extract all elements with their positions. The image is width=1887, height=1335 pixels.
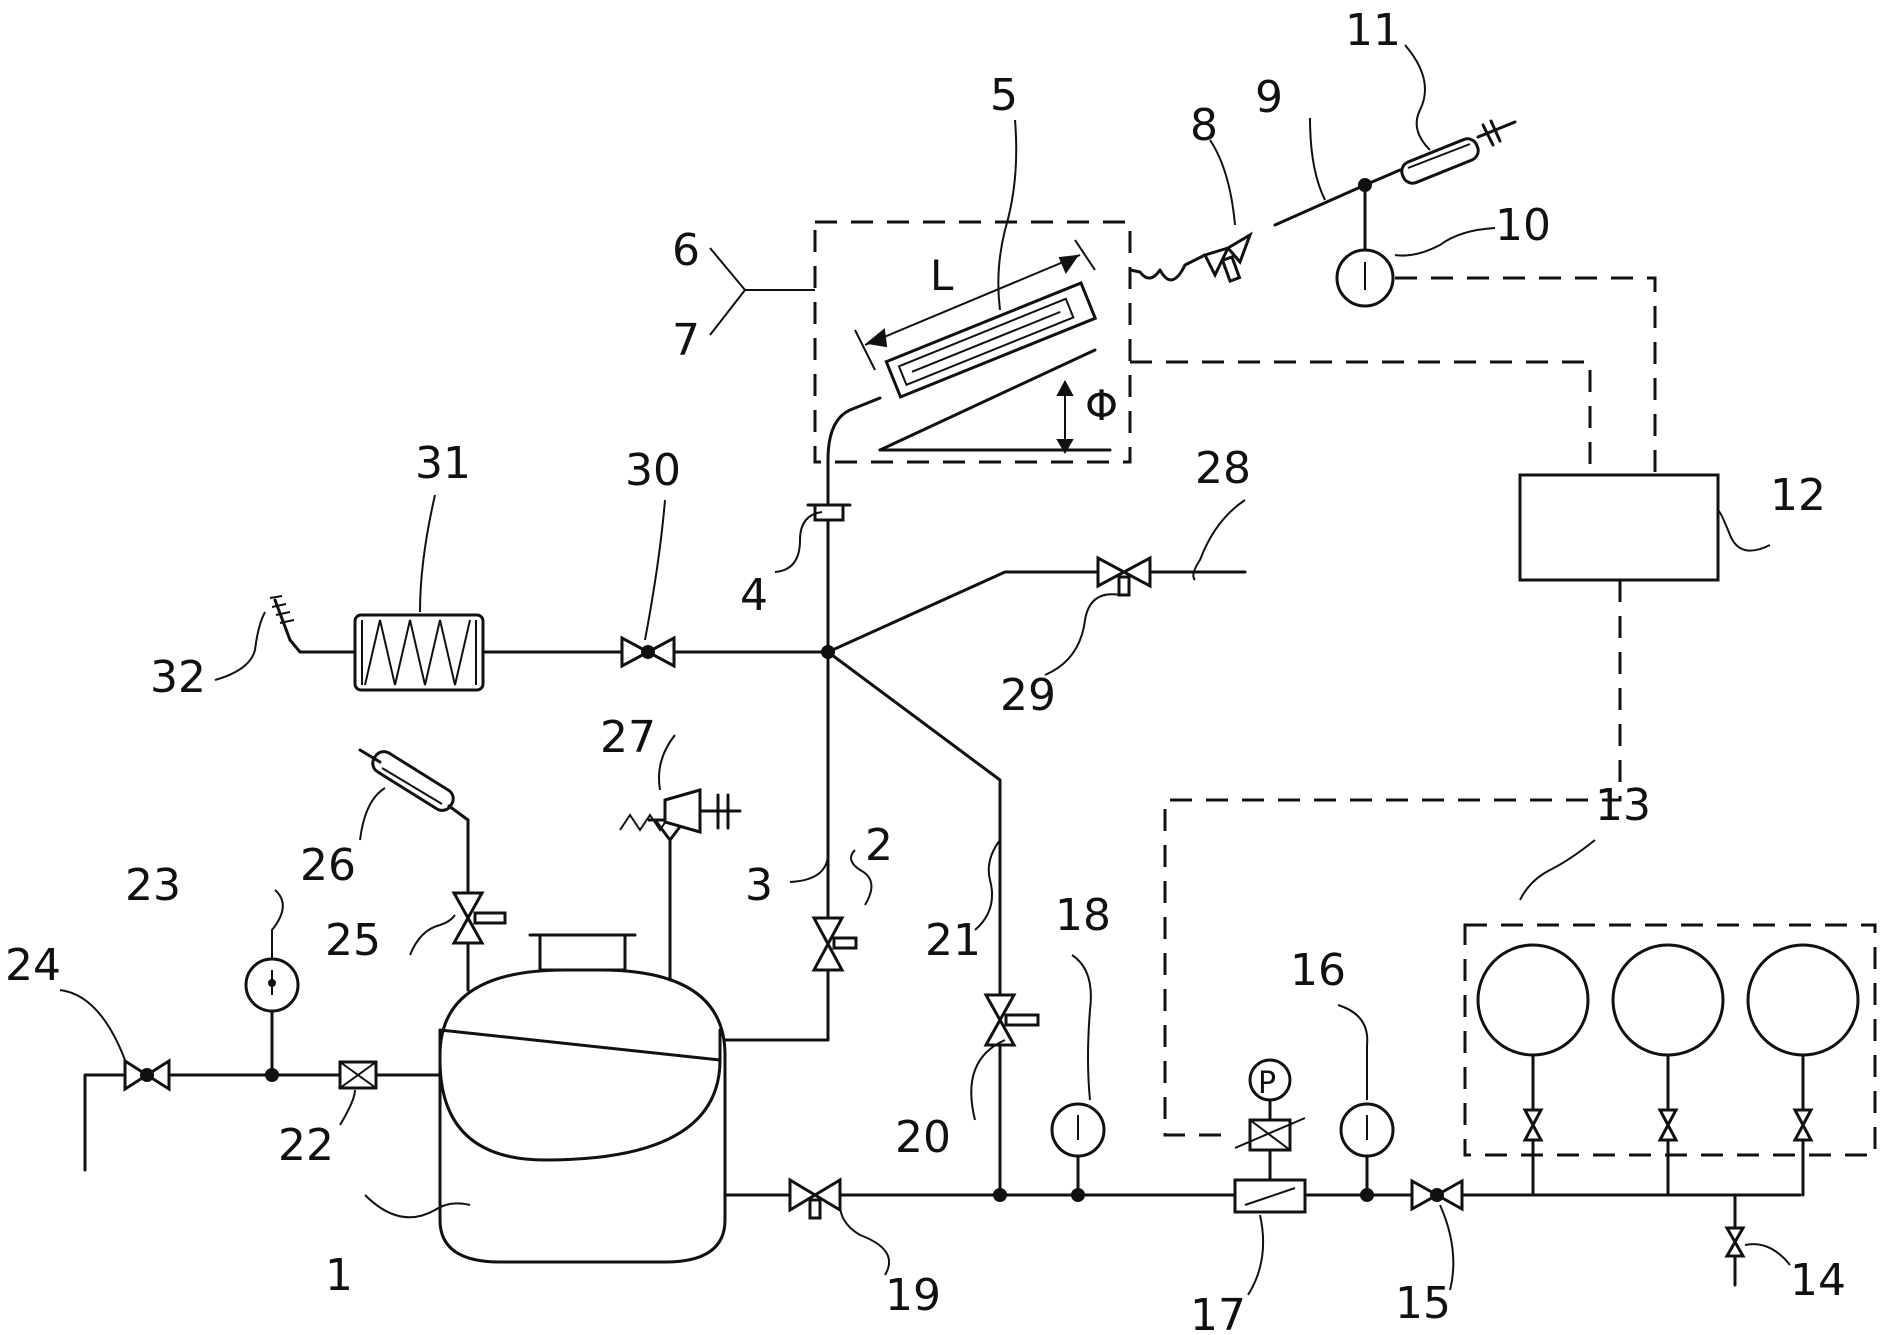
- label-2: 2: [865, 820, 893, 871]
- tank-top-flange: [538, 933, 627, 972]
- flowmeter-26: [358, 748, 470, 822]
- label-19: 19: [885, 1270, 941, 1321]
- label-13: 13: [1595, 780, 1651, 831]
- valve-19[interactable]: [788, 1177, 842, 1220]
- pipework: [83, 120, 1805, 1287]
- relief-valve-27[interactable]: [619, 788, 742, 843]
- label-25: 25: [325, 915, 381, 966]
- angle-symbol: Φ: [1085, 381, 1118, 430]
- label-1: 1: [325, 1250, 353, 1301]
- valve-25[interactable]: [451, 891, 507, 945]
- label-4: 4: [740, 570, 768, 621]
- tank-1: [438, 1028, 722, 1162]
- signal-lines: [1130, 276, 1657, 1137]
- valves-13[interactable]: [1522, 1108, 1814, 1142]
- nozzle-32: [269, 595, 295, 642]
- valve-15[interactable]: [1410, 1178, 1464, 1212]
- junction-dots: [265, 178, 1374, 1202]
- label-7: 7: [672, 315, 700, 366]
- valve-8[interactable]: [1202, 231, 1253, 283]
- label-26: 26: [300, 840, 356, 891]
- gauge-18: [1050, 1102, 1106, 1158]
- label-22: 22: [278, 1120, 334, 1171]
- label-8: 8: [1190, 100, 1218, 151]
- test-section-5: Φ L: [813, 220, 1132, 464]
- label-23: 23: [125, 860, 181, 911]
- cylinder-group-13: [1463, 923, 1877, 1157]
- inlet-line: [83, 1073, 442, 1172]
- valve-24[interactable]: [123, 1058, 171, 1092]
- gauge-10: [1335, 248, 1395, 308]
- label-14: 14: [1790, 1255, 1846, 1306]
- label-29: 29: [1000, 670, 1056, 721]
- length-symbol: L: [930, 251, 954, 300]
- valve-14[interactable]: [1724, 1226, 1746, 1258]
- label-15: 15: [1395, 1278, 1451, 1329]
- label-10: 10: [1495, 200, 1551, 251]
- label-3: 3: [745, 860, 773, 911]
- filter-22: [338, 1060, 378, 1090]
- label-28: 28: [1195, 443, 1251, 494]
- label-32: 32: [150, 652, 206, 703]
- riser-line-3: [723, 638, 830, 1042]
- heater-coil-31: [353, 613, 485, 692]
- flowmeter-11: [1400, 119, 1502, 185]
- controller-12: [1518, 473, 1720, 582]
- label-27: 27: [600, 712, 656, 763]
- label-6: 6: [672, 225, 700, 276]
- label-5: 5: [990, 70, 1018, 121]
- label-24: 24: [5, 940, 61, 991]
- valve-20[interactable]: [983, 993, 1040, 1047]
- tank-1-body: [438, 968, 727, 1264]
- label-9: 9: [1255, 72, 1283, 123]
- gauge-16: [1339, 1102, 1395, 1158]
- label-18: 18: [1055, 890, 1111, 941]
- label-21: 21: [925, 915, 981, 966]
- gauge-23: [244, 957, 300, 1013]
- pressure-symbol: P: [1258, 1066, 1276, 1101]
- label-12: 12: [1770, 470, 1826, 521]
- leader-lines: [59, 44, 1791, 1296]
- regulator-17[interactable]: P: [1233, 1058, 1307, 1214]
- label-11: 11: [1345, 5, 1401, 56]
- label-30: 30: [625, 445, 681, 496]
- label-16: 16: [1290, 945, 1346, 996]
- label-17: 17: [1190, 1290, 1246, 1335]
- valve-2[interactable]: [811, 916, 858, 972]
- part-labels: 1 2 3 4 5 6 7 8 9 10 11 12 13 14 15 16 1…: [5, 5, 1846, 1335]
- connector-4: [806, 503, 852, 522]
- valve-30[interactable]: [620, 635, 676, 669]
- valve-29[interactable]: [1096, 555, 1152, 597]
- label-20: 20: [895, 1112, 951, 1163]
- label-31: 31: [415, 438, 471, 489]
